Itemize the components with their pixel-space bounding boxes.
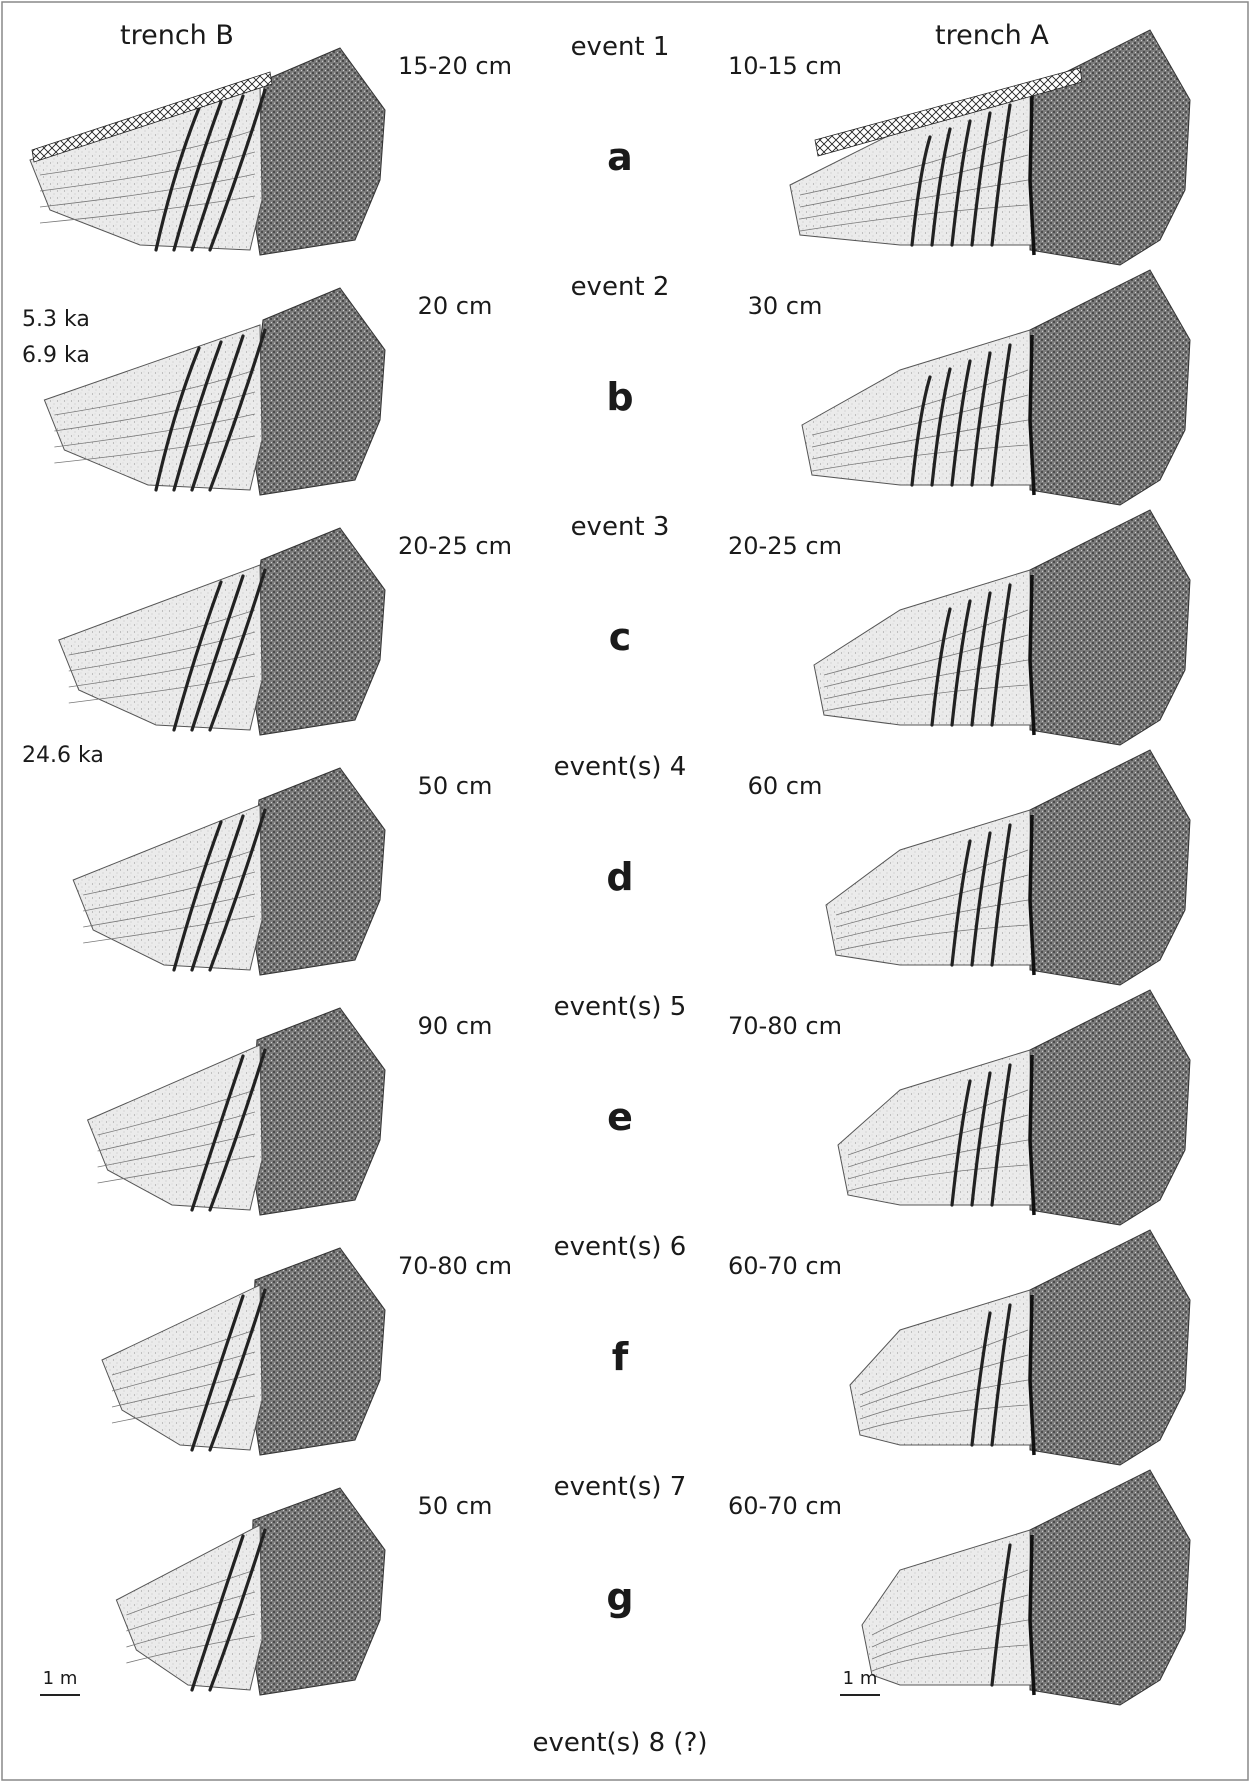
age-label: 24.6 ka xyxy=(22,738,104,774)
basement-block-a xyxy=(1030,1470,1190,1705)
basement-block-b xyxy=(250,528,385,735)
panel-letter: c xyxy=(580,615,660,659)
offset-trench-a: 60-70 cm xyxy=(700,1252,870,1280)
offset-trench-a: 60-70 cm xyxy=(700,1492,870,1520)
offset-trench-b: 20 cm xyxy=(370,292,540,320)
sediment-wedge-b xyxy=(30,85,262,250)
offset-trench-b: 50 cm xyxy=(370,772,540,800)
age-label: 5.3 ka xyxy=(22,302,90,338)
offset-trench-a: 10-15 cm xyxy=(700,52,870,80)
basement-block-a xyxy=(1030,750,1190,985)
sediment-wedge-b xyxy=(73,805,262,970)
panel-letter: g xyxy=(580,1575,660,1619)
sediment-wedge-a xyxy=(862,1530,1032,1685)
basement-block-b xyxy=(250,1008,385,1215)
offset-trench-a: 60 cm xyxy=(700,772,870,800)
offset-trench-a: 30 cm xyxy=(700,292,870,320)
offset-trench-a: 20-25 cm xyxy=(700,532,870,560)
basement-block-b xyxy=(250,1488,385,1695)
basement-block-a xyxy=(1030,990,1190,1225)
final-event-label: event(s) 8 (?) xyxy=(500,1728,740,1758)
panel-letter: a xyxy=(580,135,660,179)
panel-letter: f xyxy=(580,1335,660,1379)
panel-letter: b xyxy=(580,375,660,419)
basement-block-a xyxy=(1030,510,1190,745)
basement-block-b xyxy=(250,288,385,495)
sediment-wedge-b xyxy=(59,565,262,730)
offset-trench-b: 90 cm xyxy=(370,1012,540,1040)
age-label: 6.9 ka xyxy=(22,338,90,374)
scale-bar-left xyxy=(40,1694,80,1696)
header-trench-a: trench A xyxy=(935,20,1049,51)
basement-block-b xyxy=(250,1248,385,1455)
basement-block-a xyxy=(1030,30,1190,265)
offset-trench-b: 70-80 cm xyxy=(370,1252,540,1280)
panel-letter: e xyxy=(580,1095,660,1139)
scale-bar-right xyxy=(840,1694,880,1696)
panel-letter: d xyxy=(580,855,660,899)
scale-label-right: 1 m xyxy=(830,1668,890,1689)
offset-trench-b: 20-25 cm xyxy=(370,532,540,560)
basement-block-b xyxy=(250,768,385,975)
sediment-wedge-a xyxy=(838,1050,1032,1205)
offset-trench-b: 50 cm xyxy=(370,1492,540,1520)
basement-block-a xyxy=(1030,270,1190,505)
header-trench-b: trench B xyxy=(120,20,234,51)
basement-block-a xyxy=(1030,1230,1190,1465)
sediment-wedge-b xyxy=(88,1045,262,1210)
sediment-wedge-a xyxy=(850,1290,1032,1445)
offset-trench-b: 15-20 cm xyxy=(370,52,540,80)
sediment-wedge-a xyxy=(814,570,1032,725)
offset-trench-a: 70-80 cm xyxy=(700,1012,870,1040)
scale-label-left: 1 m xyxy=(30,1668,90,1689)
